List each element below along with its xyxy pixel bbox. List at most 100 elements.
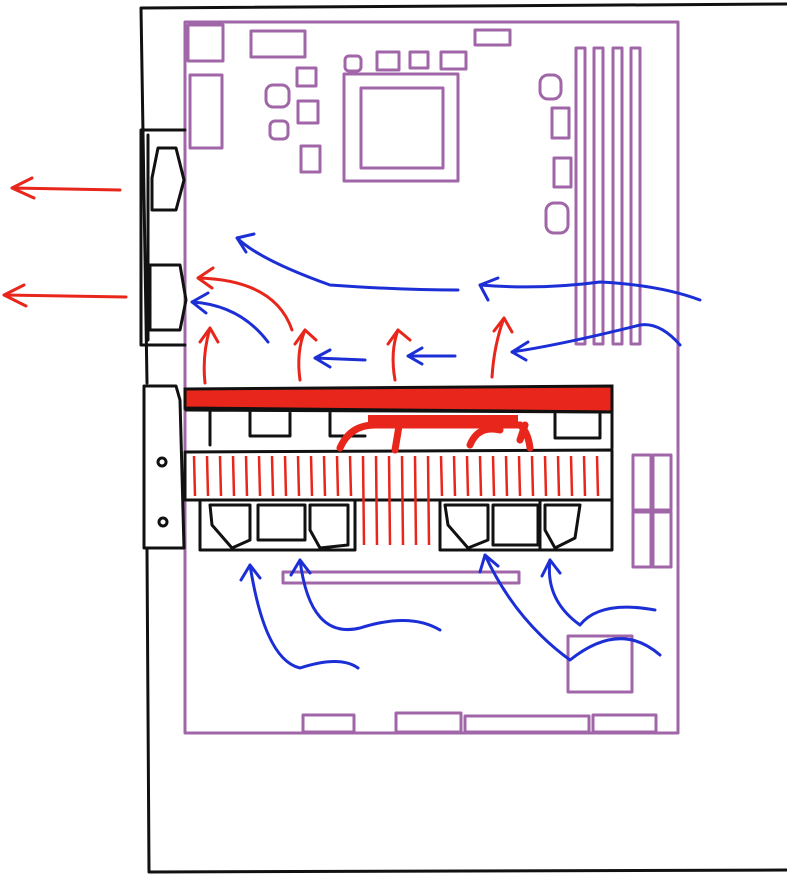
cool-air-arrow (190, 291, 270, 344)
vrm-component (375, 50, 401, 72)
heatsink-fin (517, 455, 522, 497)
vrm-component (343, 54, 363, 73)
heatsink-fin (543, 455, 548, 497)
heatsink-fin (374, 455, 379, 546)
gpu-bracket (142, 384, 186, 550)
gpu-fan (256, 503, 307, 542)
io-port (148, 263, 188, 332)
case-outline (139, 2, 787, 874)
mb-block (186, 23, 225, 63)
heatsink-fin (218, 455, 223, 497)
graphics-card (142, 384, 614, 552)
hot-airflow (2, 176, 514, 385)
cool-air-arrow (478, 553, 662, 662)
ram-slots (574, 46, 642, 346)
bottom-header (591, 713, 658, 734)
gpu-heatsink-fins (192, 455, 600, 546)
gpu-fan (543, 503, 582, 550)
heatsink-fin (465, 455, 470, 497)
motherboard (183, 20, 680, 735)
hot-air-arrow (10, 176, 122, 200)
hot-air-arrow (293, 328, 318, 382)
heatsink-fin (439, 455, 444, 497)
mb-component (550, 106, 571, 140)
heatsink-fin (322, 455, 327, 497)
chipset (566, 634, 634, 694)
hot-air-arrow (198, 326, 220, 385)
gpu-fan (443, 503, 490, 550)
cool-airflow (190, 232, 702, 670)
pcie-slot (281, 570, 521, 585)
sata-port (651, 453, 673, 512)
gpu-fan (308, 503, 350, 550)
sata-port (631, 510, 653, 569)
hot-air-arrow (386, 328, 412, 382)
cpu-socket (342, 72, 460, 183)
vrm-component (296, 99, 320, 125)
heatsink-fin (205, 455, 210, 497)
heatsink-fin (582, 455, 587, 497)
heatsink-fin (569, 455, 574, 497)
hot-air-arrow (490, 316, 514, 379)
vrm-component (295, 66, 318, 88)
cool-air-arrow (313, 348, 367, 369)
heatsink-fin (361, 455, 366, 546)
heatsink-fin (257, 455, 262, 497)
ram-slot (611, 46, 624, 346)
mb-block (188, 73, 224, 150)
vrm-component (268, 119, 290, 141)
heatsink-fin (426, 455, 431, 546)
heatsink-fin (491, 455, 496, 497)
heatsink-fin (335, 455, 340, 497)
rear-io-panel (139, 128, 188, 347)
gpu-cooler-shroud (183, 448, 614, 552)
cool-air-arrow (540, 558, 657, 627)
bracket-screw (157, 516, 169, 528)
heatsink-fin (309, 455, 314, 497)
sata-port (631, 453, 653, 512)
heatsink-fin (530, 455, 535, 497)
io-bracket (139, 128, 187, 347)
heatsink-fin (504, 455, 509, 497)
heatsink-fin (400, 455, 405, 546)
gpu-backplate (183, 384, 614, 414)
mb-header (249, 29, 307, 59)
bottom-header (463, 714, 591, 734)
vrm-component (264, 83, 291, 109)
gpu-pcb (184, 408, 614, 450)
gpu-heatpipe-block (368, 415, 518, 427)
heatsink-fin (244, 455, 249, 497)
gpu-fan (208, 503, 252, 550)
hot-air-arrow (196, 266, 294, 332)
heatsink-fin (595, 455, 600, 497)
cpu-socket-inner (359, 86, 445, 170)
cool-air-arrow (289, 558, 442, 632)
heatsink-fin (348, 455, 353, 497)
mb-header (473, 28, 512, 47)
heatsink-fin (413, 455, 418, 546)
ram-slot (629, 46, 642, 346)
vrm-component (299, 144, 322, 174)
heatsink-fin (452, 455, 457, 497)
vrm-component (439, 50, 468, 71)
mb-component (538, 73, 563, 101)
ram-slot (592, 46, 605, 346)
bottom-header (301, 713, 356, 734)
hot-air-arrow (2, 283, 128, 308)
vrm-component (408, 50, 430, 70)
heatsink-fin (296, 455, 301, 497)
mb-component (544, 201, 570, 235)
gpu-fan (491, 503, 540, 547)
heatsink-fin (478, 455, 483, 497)
cool-air-arrow (239, 563, 360, 670)
cool-air-arrow (235, 232, 460, 292)
ram-slot (574, 46, 587, 346)
heatsink-fin (283, 455, 288, 497)
heatsink-fin (270, 455, 275, 497)
heatsink-fin (556, 455, 561, 497)
cool-air-arrow (510, 323, 682, 362)
heatsink-fin (231, 455, 236, 497)
heatsink-fin (387, 455, 392, 546)
io-port (150, 146, 186, 212)
